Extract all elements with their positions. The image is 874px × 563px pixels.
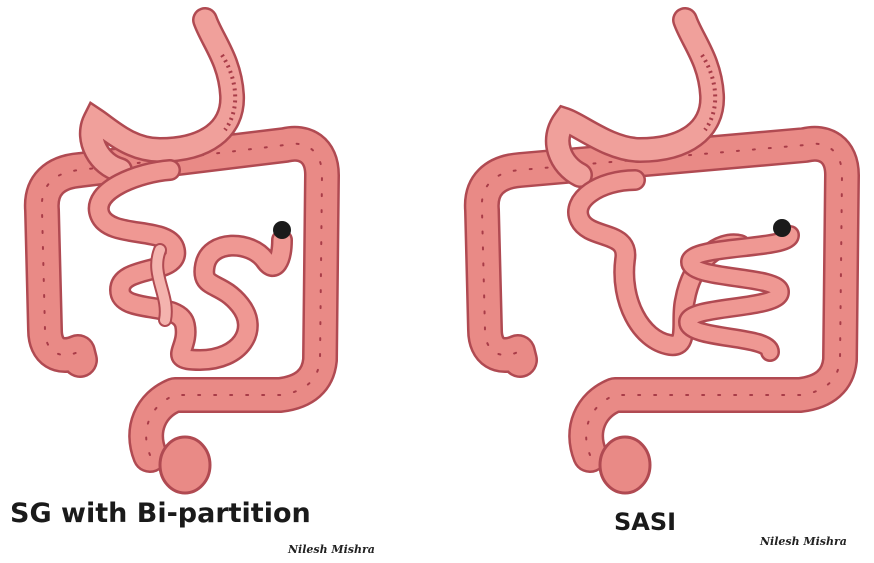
sasi-illustration xyxy=(440,0,874,500)
sg-bipartition-illustration xyxy=(0,0,440,500)
right-signature: Nilesh Mishra xyxy=(760,535,847,548)
right-caption: SASI xyxy=(614,508,676,536)
stoma xyxy=(773,219,791,237)
left-signature: Nilesh Mishra xyxy=(288,543,375,556)
left-caption: SG with Bi-partition xyxy=(10,498,311,529)
small-bowel xyxy=(578,180,740,345)
rectum xyxy=(600,437,650,493)
stoma xyxy=(273,221,291,239)
right-diagram-panel: SASI Nilesh Mishra xyxy=(440,0,874,563)
left-diagram-panel: SG with Bi-partition Nilesh Mishra xyxy=(0,0,440,563)
rectum xyxy=(160,437,210,493)
